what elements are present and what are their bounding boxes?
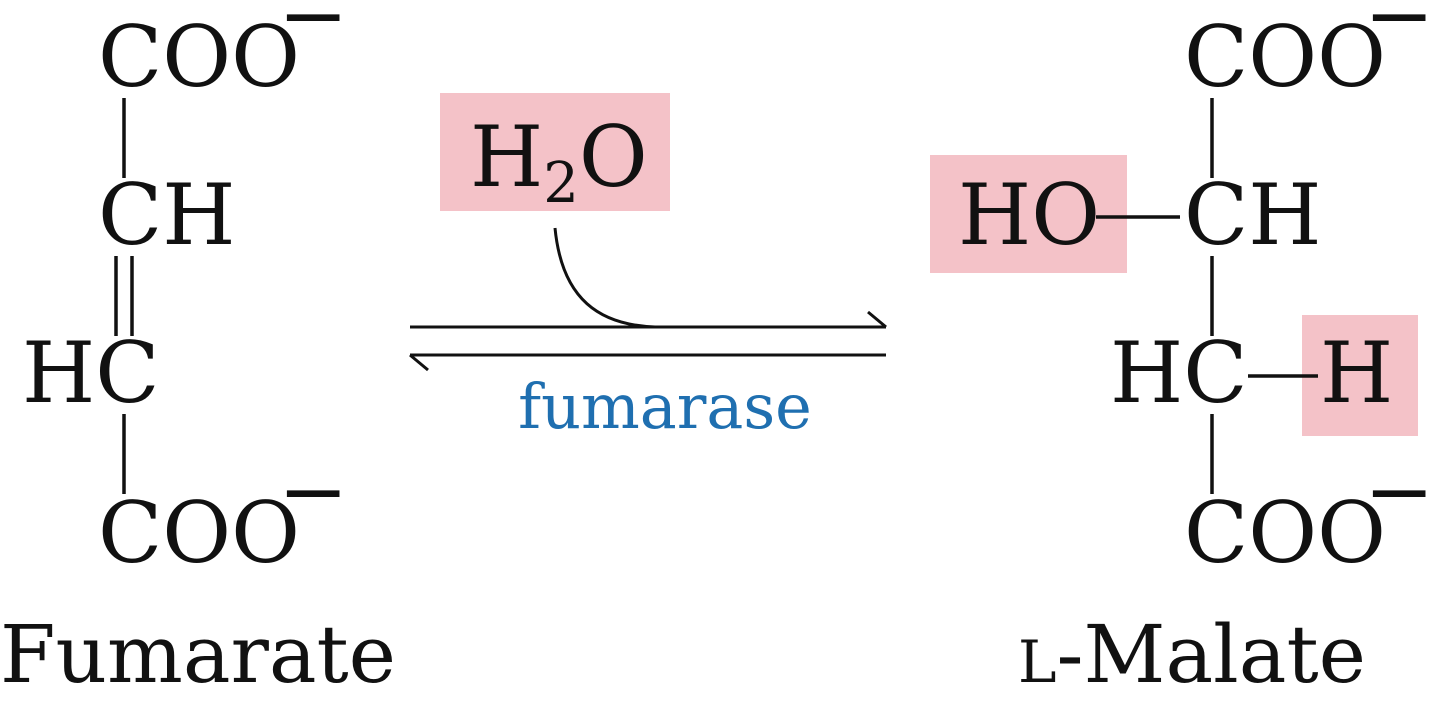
malate-hydroxyl: HO: [958, 166, 1100, 264]
fumarate-name: Fumarate: [0, 608, 396, 701]
fumarate-bottom-charge: −: [278, 442, 348, 540]
water-formula: H2O: [470, 108, 648, 216]
water-h: H: [470, 108, 543, 206]
water-reagent: H2O: [470, 108, 648, 216]
water-entry-curve: [553, 227, 656, 329]
malate-lower-hc: HC: [1110, 324, 1248, 422]
malate-top-charge: −: [1364, 0, 1434, 64]
forward-arrow-head: [867, 310, 887, 329]
malate-upper-ch: CH: [1184, 166, 1322, 264]
hydroxyl-highlight: [930, 155, 1127, 273]
malate-bottom-charge: −: [1364, 442, 1434, 540]
fumarate-top-charge: −: [278, 0, 348, 64]
added-hydrogen-highlight: [1302, 315, 1418, 436]
reverse-arrow-head: [409, 353, 429, 372]
malate-name-prefix: L: [1018, 628, 1057, 696]
fumarate-lower-hc: HC: [22, 324, 160, 422]
malate-top-carboxylate: COO: [1184, 8, 1386, 106]
water-highlight: [440, 93, 670, 211]
fumarate-top-carboxylate: COO: [98, 8, 300, 106]
malate-name: L-Malate: [1018, 608, 1366, 701]
malate-added-hydrogen: H: [1320, 324, 1393, 422]
water-o: O: [579, 108, 648, 206]
malate-structure: COO − HO CH HC H COO − L-Malate: [958, 0, 1434, 701]
malate-name-rest: -Malate: [1057, 608, 1366, 701]
malate-bottom-carboxylate: COO: [1184, 484, 1386, 582]
equilibrium-arrows: [409, 227, 887, 372]
fumarate-bottom-carboxylate: COO: [98, 484, 300, 582]
fumarate-structure: COO − CH HC COO − Fumarate: [0, 0, 396, 701]
enzyme-label: fumarase: [518, 370, 812, 443]
water-subscript: 2: [543, 151, 579, 216]
fumarate-upper-ch: CH: [98, 166, 236, 264]
